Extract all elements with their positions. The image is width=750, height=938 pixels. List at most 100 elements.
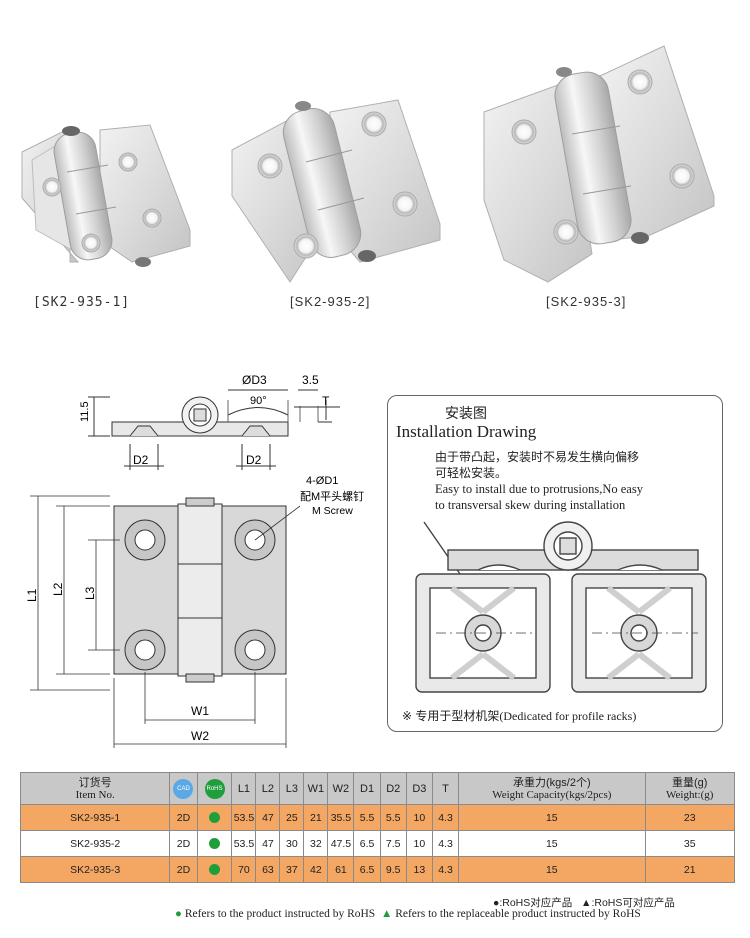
cell-d3: 10 [405,804,433,831]
green-triangle-icon: ▲ [380,908,393,920]
cell-t: 4.3 [431,830,460,857]
legend-cn-replaceable: ▲:RoHS可对应产品 [581,897,675,909]
cell-d1: 6.5 [353,830,381,857]
caption-sk2-935-1: [SK2-935-1] [33,295,130,310]
cell-l3: 25 [279,804,305,831]
cell-l2: 47 [255,804,281,831]
side-view [88,389,340,470]
hinge-photo-3 [483,45,715,283]
installation-note-en-2: to transversal skew during installation [435,498,626,512]
header-t: T [431,772,460,805]
cell-rohs [196,856,233,883]
cell-d1: 6.5 [353,856,381,883]
cell-cad: 2D [169,856,198,883]
table-legend-cn: ●:RoHS对应产品 ▲:RoHS可对应产品 [493,895,675,910]
cell-item: SK2-935-3 [19,856,171,883]
cell-rohs [196,804,233,831]
cell-cad: 2D [169,804,198,831]
legend-cn-rohs: ●:RoHS对应产品 [493,897,573,909]
cell-capacity: 15 [458,856,646,883]
label-3-5: 3.5 [302,373,319,387]
cell-item: SK2-935-2 [19,830,171,857]
installation-footer-cn: ※ 专用于型材机架 [402,709,500,723]
label-angle: 90° [250,395,267,407]
header-w2: W2 [327,772,355,805]
header-weight: 重量(g)Weight:(g) [644,772,735,805]
product-photos: [SK2-935-1] [SK2-935-2] [SK2-935-3] [21,45,715,310]
caption-sk2-935-3: [SK2-935-3] [546,294,626,309]
cell-cad: 2D [169,830,198,857]
cell-weight: 35 [644,830,735,857]
installation-note-cn-2: 可轻松安装。 [435,466,508,480]
installation-note-cn-1: 由于带凸起，安装时不易发生横向偏移 [435,450,640,464]
cell-w1: 42 [303,856,329,883]
cell-capacity: 15 [458,830,646,857]
installation-drawing-box: 安装图 Installation Drawing 由于带凸起，安装时不易发生横向… [387,395,723,732]
front-dimensions [30,495,287,748]
label-l3: L3 [83,586,97,600]
profile-rack-illustration [415,521,707,693]
cell-w2: 47.5 [327,830,355,857]
rohs-icon: RoHS [204,778,225,799]
cell-t: 4.3 [431,804,460,831]
cell-w2: 61 [327,856,355,883]
rohs-dot-icon [209,838,221,850]
cell-l1: 70 [231,856,257,883]
cell-rohs [196,830,233,857]
cell-item: SK2-935-1 [19,804,171,831]
cad-icon: CAD [173,778,194,799]
rohs-dot-icon [209,864,221,876]
label-od3: ØD3 [242,373,267,387]
label-l2: L2 [51,582,65,596]
technical-drawing: ØD3 3.5 90° T 11.5 D2 D2 [25,373,364,748]
cell-w1: 21 [303,804,329,831]
header-d1: D1 [353,772,381,805]
installation-title-en: Installation Drawing [396,422,537,441]
cell-d3: 10 [405,830,433,857]
label-l1: L1 [25,588,39,602]
header-l2: L2 [255,772,281,805]
cell-weight: 21 [644,856,735,883]
header-capacity: 承重力(kgs/2个)Weight Capacity(kgs/2pcs) [458,772,646,805]
caption-sk2-935-2: [SK2-935-2] [290,294,370,309]
installation-title-cn: 安装图 [445,405,487,421]
hinge-photo-2 [231,99,441,283]
cell-l2: 47 [255,830,281,857]
cell-t: 4.3 [431,856,460,883]
cell-weight: 23 [644,804,735,831]
front-view [113,497,301,683]
cell-l2: 63 [255,856,281,883]
header-l1: L1 [231,772,257,805]
legend-en-replaceable: Refers to the replaceable product instru… [395,908,641,920]
green-dot-icon: ● [175,908,182,920]
rohs-dot-icon [209,812,221,824]
label-screw-cn: 配M平头螺钉 [300,490,364,503]
cell-capacity: 15 [458,804,646,831]
cell-d3: 13 [405,856,433,883]
cell-l1: 53.5 [231,804,257,831]
cell-l3: 37 [279,856,305,883]
cell-d2: 7.5 [379,830,407,857]
header-l3: L3 [279,772,305,805]
label-t: T [322,394,330,408]
label-screw-en: M Screw [312,505,353,517]
label-d2-left: D2 [133,453,149,467]
header-cad: CAD [169,772,198,805]
installation-footer: ※ 专用于型材机架(Dedicated for profile racks) [402,707,636,724]
label-hole-spec: 4-ØD1 [306,475,338,487]
label-11-5: 11.5 [79,401,91,422]
label-d2-right: D2 [246,453,262,467]
cell-d1: 5.5 [353,804,381,831]
table-legend-en: ● Refers to the product instructed by Ro… [175,908,641,920]
header-d3: D3 [405,772,433,805]
label-w2: W2 [191,729,209,743]
legend-en-rohs: Refers to the product instructed by RoHS [184,908,376,920]
cell-d2: 5.5 [379,804,407,831]
hinge-photo-1 [21,124,191,267]
